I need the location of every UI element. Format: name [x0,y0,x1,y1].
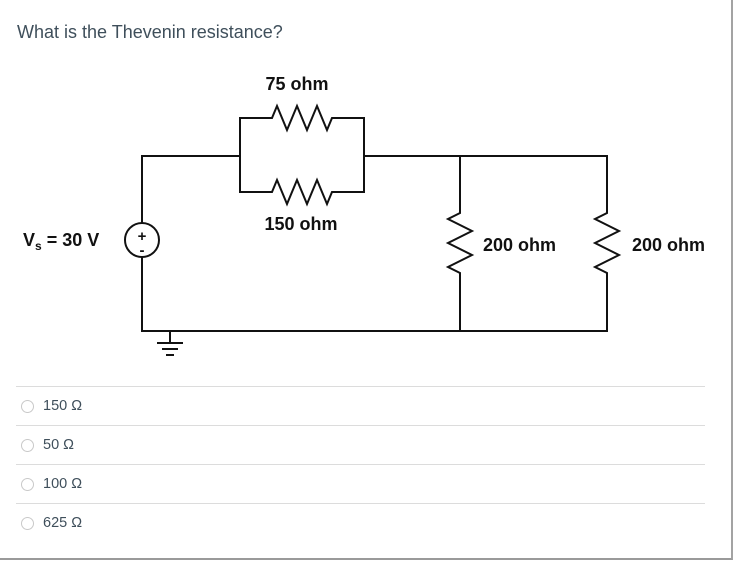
option-label-50: 50 Ω [43,437,74,453]
plus-sign: + [138,228,147,245]
answer-options: 150 Ω 50 Ω 100 Ω 625 Ω [16,386,705,542]
option-label-150: 150 Ω [43,398,83,414]
radio-button-150[interactable] [21,399,34,413]
page-title: What is the Thevenin resistance? [17,22,283,42]
resistor-200ohm-right [592,155,622,332]
radio-button-625[interactable] [21,516,34,530]
resistor-200ohm-middle [445,155,475,332]
label-200ohm-right: 200 ohm [632,235,705,255]
option-label-625: 625 Ω [43,515,83,531]
option-row-100[interactable]: 100 Ω [16,464,705,503]
resistor-150ohm [239,177,365,207]
label-200ohm-middle: 200 ohm [483,235,556,255]
option-label-100: 100 Ω [43,476,83,492]
option-row-625[interactable]: 625 Ω [16,503,705,542]
ground-icon [157,330,183,356]
radio-button-100[interactable] [21,477,34,491]
label-75ohm: 75 ohm [265,74,328,94]
resistor-75ohm [239,103,365,133]
label-source-voltage: Vs = 30 V [23,230,99,253]
radio-button-50[interactable] [21,438,34,452]
circuit-diagram: + - 75 ohm 150 ohm 200 ohm 200 [23,74,705,356]
label-150ohm: 150 ohm [264,214,337,234]
minus-sign: - [140,242,145,259]
option-row-150[interactable]: 150 Ω [16,386,705,425]
option-row-50[interactable]: 50 Ω [16,425,705,464]
